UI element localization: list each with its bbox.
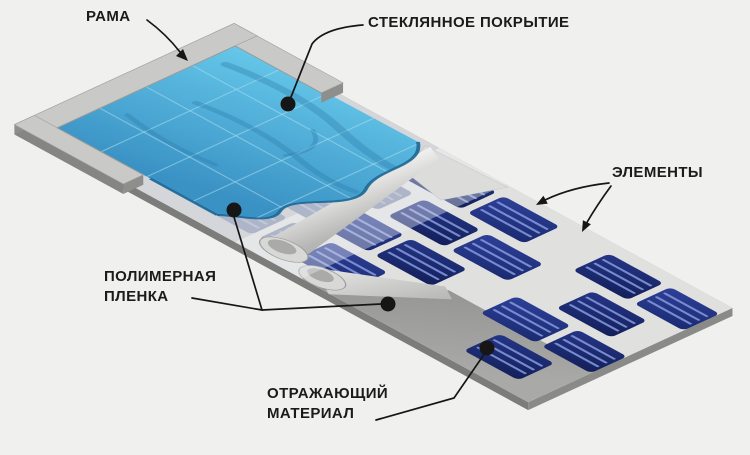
- reflector-callout-dot: [479, 340, 495, 356]
- glass-grid-line: [97, 106, 314, 225]
- cell-busbar-stripe: [569, 304, 620, 332]
- cell-busbar-stripe: [488, 205, 541, 234]
- reflector-label-line1: ОТРАЖАЮЩИЙ: [267, 385, 389, 402]
- reflector-callout-line: [375, 352, 486, 421]
- glass-reflection-streak: [220, 61, 418, 180]
- frame-label: РАМА: [86, 8, 131, 25]
- frame-inner-bevel: [234, 45, 322, 94]
- glass-torn-edge: [216, 141, 421, 220]
- frame-end-cap: [321, 82, 344, 103]
- cell-busbar-stripe: [492, 339, 543, 367]
- glass-reflection-streak: [282, 128, 319, 157]
- cells-callout-arrowhead-1: [536, 195, 548, 205]
- plate-right-wall: [528, 308, 733, 411]
- cell-busbar-stripe: [471, 242, 524, 272]
- frame-callout-arrowhead: [176, 49, 188, 61]
- glass-reflection-streak: [124, 113, 219, 167]
- cell-busbar-stripe: [408, 208, 461, 237]
- cell-busbar-stripe: [324, 247, 377, 276]
- reflector-label-line2: МАТЕРИАЛ: [267, 405, 355, 422]
- cell-busbar-stripe: [400, 212, 453, 241]
- glass-grid-line: [146, 92, 330, 178]
- cell-busbar-stripe: [492, 309, 544, 337]
- film-roll-upper: [259, 146, 439, 263]
- plate-front-wall: [27, 129, 529, 411]
- film-callout-dot-1: [226, 202, 242, 218]
- glass-callout-dot: [280, 96, 296, 112]
- glass-grid-line: [190, 64, 406, 182]
- film-label-line2: ПЛЕНКА: [104, 288, 169, 305]
- frame: [13, 23, 344, 185]
- film-callout-line: [191, 216, 382, 312]
- glass-details: [97, 61, 421, 227]
- glass-grid-line: [191, 117, 375, 202]
- cell-busbar-stripe: [554, 342, 600, 368]
- film-roll-end-inner: [307, 268, 334, 283]
- film-roll-cone: [271, 146, 439, 260]
- film-callout-dot-2: [380, 296, 396, 312]
- cell-busbar-stripe: [416, 204, 469, 233]
- glass-surface: [55, 44, 419, 219]
- reflector-label: ОТРАЖАЮЩИЙ МАТЕРИАЛ: [267, 384, 388, 424]
- frame-end-cap: [123, 174, 144, 194]
- film-roll-end-inner: [267, 239, 297, 255]
- cell-busbar-stripe: [647, 300, 692, 325]
- cell-busbar-stripe: [585, 296, 636, 324]
- glass-cover: [55, 44, 421, 227]
- cells-label: ЭЛЕМЕНТЫ: [612, 164, 704, 181]
- cell-busbar-stripe: [395, 247, 448, 277]
- glass-bottom-edge: [148, 177, 219, 216]
- cell-busbar-stripe: [496, 201, 549, 230]
- film-roll-cone: [313, 267, 453, 300]
- cells-callout-line-1: [544, 182, 610, 201]
- cell-busbar-stripe: [480, 209, 533, 238]
- film-roll-lower: [298, 265, 453, 300]
- cell-busbar-stripe: [655, 296, 701, 321]
- cell-busbar-stripe: [663, 292, 709, 317]
- film-label-line1: ПОЛИМЕРНАЯ: [104, 268, 217, 285]
- cell-busbar-stripe: [562, 338, 608, 364]
- cell-busbar-stripe: [570, 335, 616, 360]
- cell-busbar-stripe: [403, 244, 456, 273]
- cell-busbar-stripe: [316, 251, 369, 280]
- cell-busbar-stripe: [387, 251, 440, 280]
- glass-grid-line: [237, 142, 421, 227]
- cell-busbar-stripe: [601, 259, 653, 287]
- glass-callout-line: [290, 24, 364, 98]
- cells-callout-line-2: [585, 185, 612, 225]
- cells-callout-arrowhead-2: [582, 220, 591, 232]
- glass-grid-line: [143, 85, 360, 204]
- cell-busbar-stripe: [480, 239, 533, 268]
- glass-grid-line: [100, 67, 284, 153]
- cell-busbar-stripe: [484, 343, 535, 371]
- cell-busbar-stripe: [463, 246, 516, 275]
- cell-busbar-stripe: [501, 305, 552, 333]
- frame-callout-line: [146, 19, 181, 53]
- glass-label: СТЕКЛЯННОЕ ПОКРЫТИЕ: [368, 14, 570, 31]
- backsheet-side-walls: [27, 129, 733, 411]
- panel-layers: [27, 35, 733, 403]
- frame-inner-bevel: [56, 127, 144, 176]
- film-label: ПОЛИМЕРНАЯ ПЛЕНКА: [104, 267, 216, 307]
- frame-front-wall: [14, 124, 124, 194]
- cell-busbar-stripe: [577, 300, 628, 328]
- glass-reflection-streak: [191, 101, 360, 194]
- cell-busbar-stripe: [593, 262, 644, 291]
- cell-busbar-stripe: [585, 266, 636, 294]
- cell-busbar-stripe: [509, 301, 560, 329]
- frame-inner-bevel: [56, 45, 236, 129]
